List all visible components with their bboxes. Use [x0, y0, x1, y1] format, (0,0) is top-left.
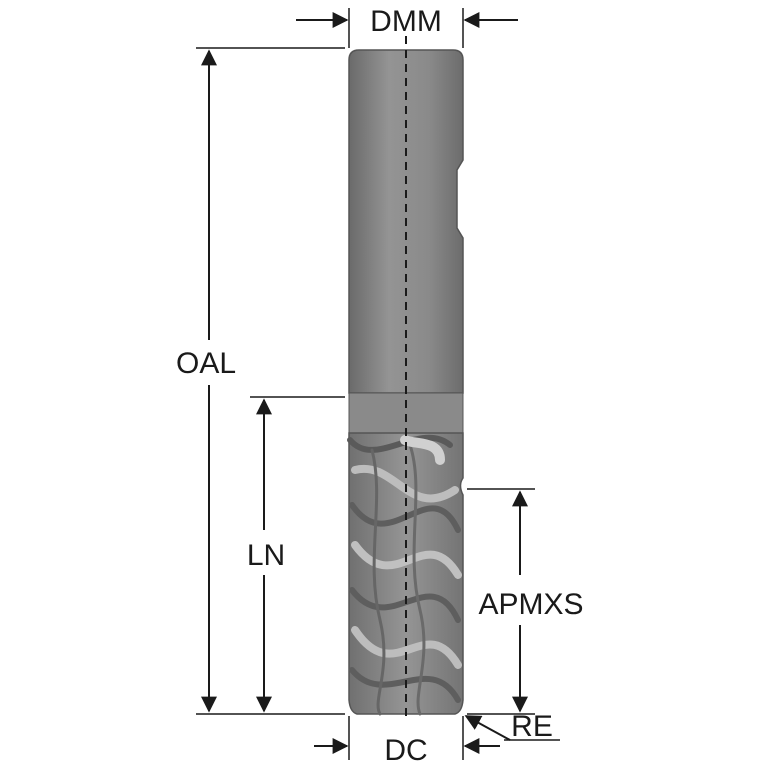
dmm-label: DMM	[370, 5, 442, 38]
ln-dimension: LN	[247, 396, 345, 713]
tool-neck	[348, 392, 464, 434]
apmxs-dimension: APMXS	[467, 488, 594, 715]
ln-label: LN	[247, 539, 285, 572]
dmm-dimension: DMM	[296, 2, 518, 48]
dc-label: DC	[384, 734, 427, 767]
flute-helix-lines	[347, 434, 462, 716]
re-leader-line	[464, 715, 511, 741]
oal-dimension: OAL	[176, 47, 345, 715]
dc-dimension: DC	[314, 716, 500, 767]
re-callout: RE	[464, 710, 560, 743]
re-label: RE	[511, 710, 553, 743]
end-mill-tool	[347, 22, 464, 722]
oal-label: OAL	[176, 347, 236, 380]
apmxs-label: APMXS	[478, 588, 583, 621]
